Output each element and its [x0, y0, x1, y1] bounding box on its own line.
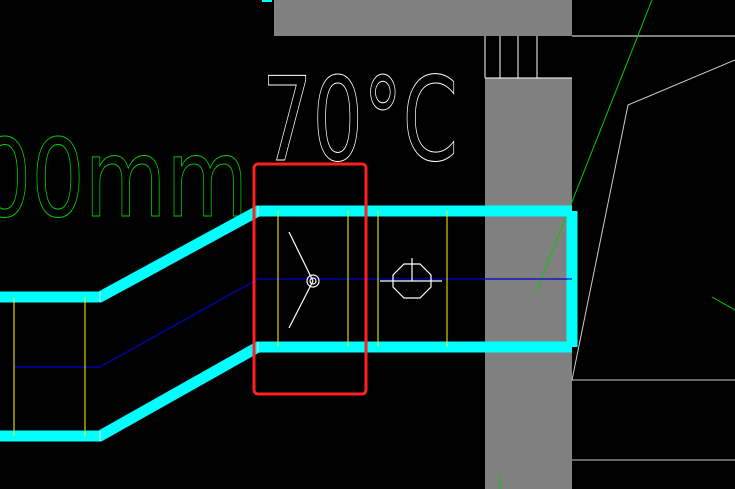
- duct-section-lines: [13, 211, 448, 436]
- wall-hatch: [484, 35, 735, 79]
- fire-damper-symbol-icon[interactable]: [288, 231, 320, 329]
- green-leader-line-right: [711, 296, 735, 311]
- duct-top-edge[interactable]: [0, 205, 572, 303]
- duct-tick-marks: [99, 206, 259, 441]
- duct-centerline: [14, 278, 572, 368]
- temperature-label: 70°C: [262, 53, 458, 188]
- right-outline: [571, 59, 735, 381]
- selection-highlight-box: [252, 162, 368, 396]
- green-leader-line: [536, 0, 653, 291]
- wall-block-top: [274, 0, 572, 36]
- dimension-label: 00mm: [0, 117, 248, 242]
- top-edge-marker: [262, 0, 272, 2]
- duct-bottom-edge[interactable]: [0, 341, 572, 442]
- octagon-valve-symbol-icon[interactable]: [380, 258, 442, 299]
- wall-column: [485, 78, 572, 489]
